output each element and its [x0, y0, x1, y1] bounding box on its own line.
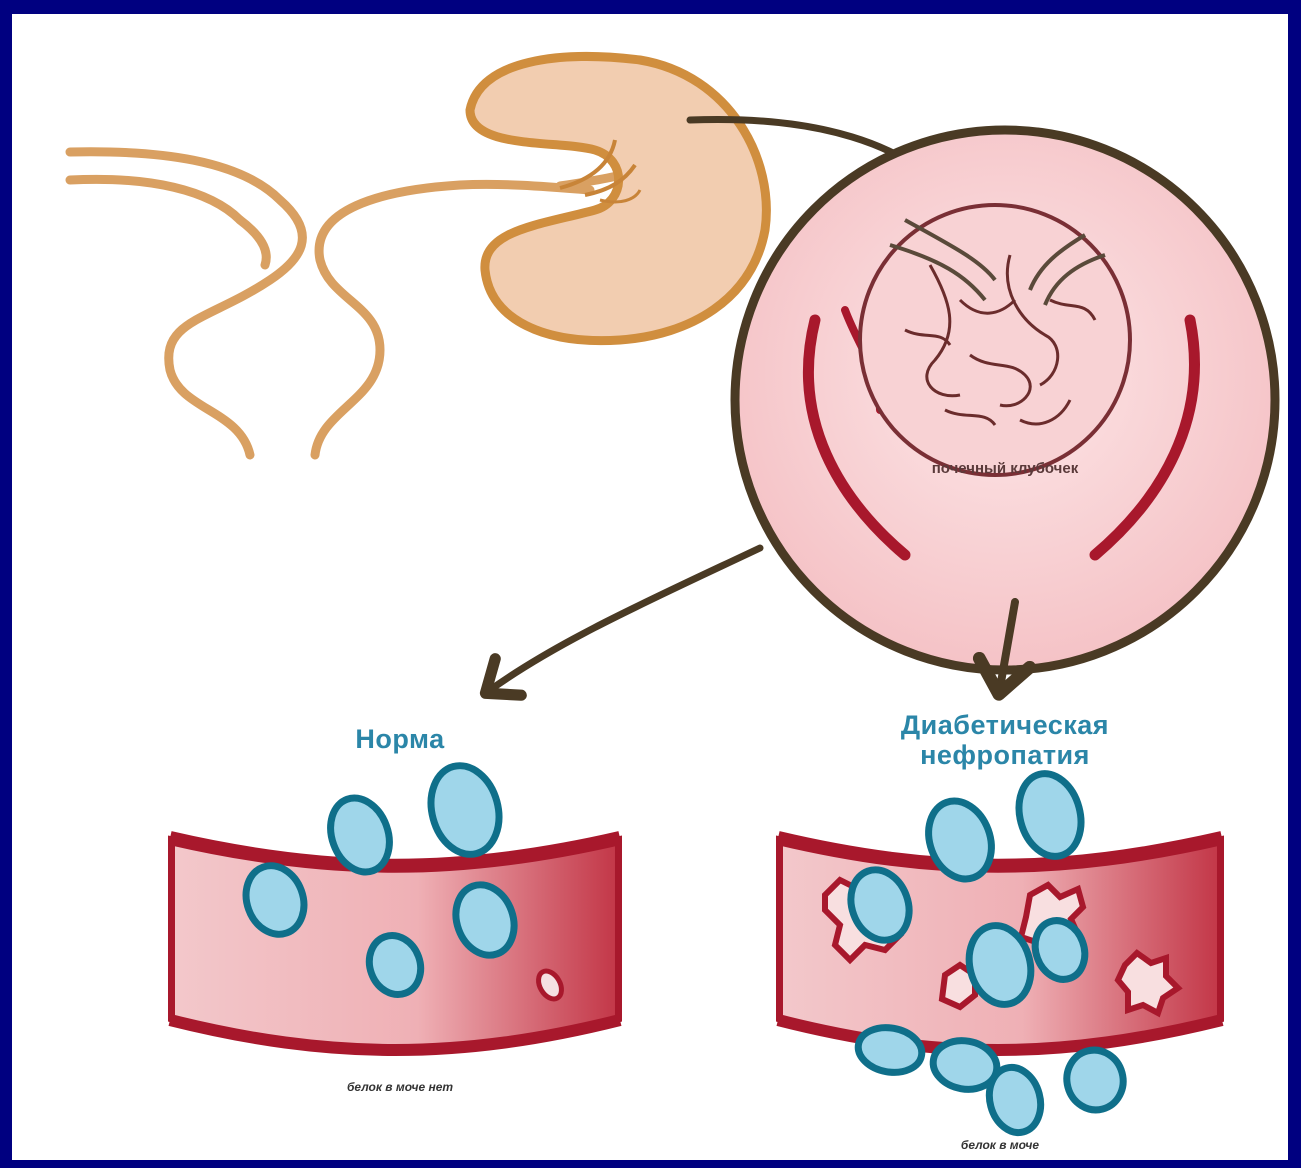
glomerulus-capillaries — [860, 205, 1130, 475]
normal-label: Норма — [310, 724, 490, 754]
cell — [1060, 1044, 1130, 1116]
diabetic-label-line2: нефропатия — [820, 740, 1190, 770]
diabetic-caption: белок в моче — [890, 1138, 1110, 1152]
normal-caption: белок в моче нет — [260, 1080, 540, 1094]
kidney-shape — [470, 57, 766, 341]
arrow-to-normal — [490, 548, 760, 690]
cell — [1010, 767, 1090, 864]
glomerulus-label: почечный клубочек — [905, 460, 1105, 478]
diabetic-label-line1: Диабетическая — [820, 710, 1190, 740]
kidney-illustration — [470, 57, 766, 341]
cell — [421, 758, 508, 862]
